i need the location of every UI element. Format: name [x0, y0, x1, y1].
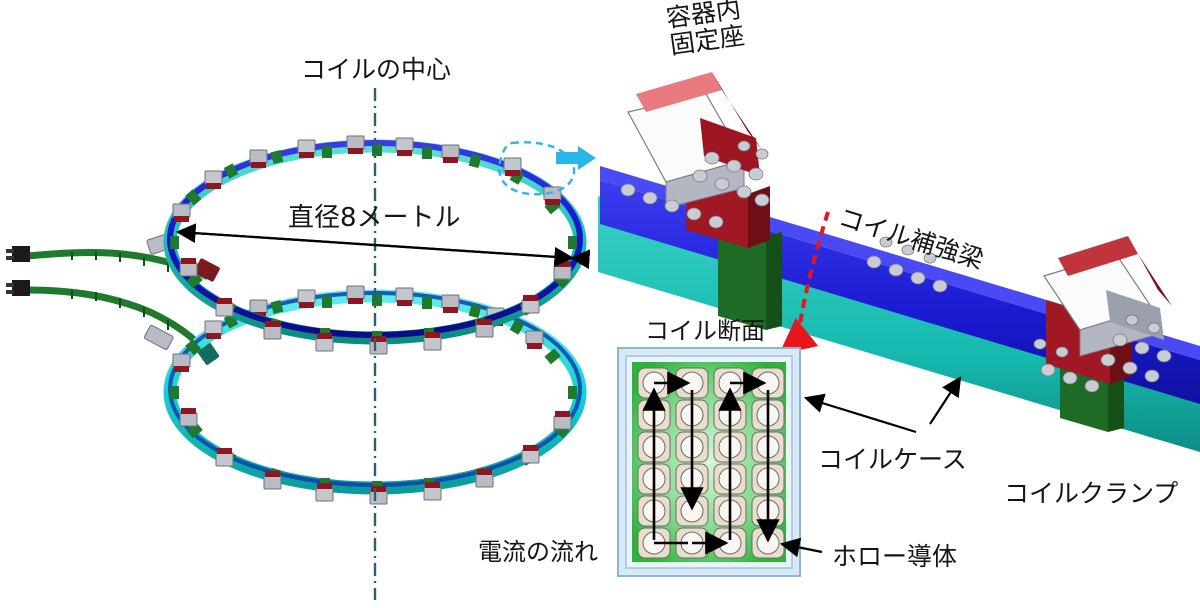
lead-terminals [6, 246, 30, 296]
clamp-right-cap-pink [1058, 236, 1138, 276]
coil-clamp-left [620, 72, 770, 248]
hollow-conductor-leader [779, 537, 823, 558]
coil-case-leader [803, 393, 917, 434]
support-column-left-side [766, 232, 782, 330]
coil-cross-section [617, 347, 962, 577]
beam-bolt-row [866, 236, 948, 293]
coil-case-leader-2 [929, 376, 962, 425]
label-coil-clamp: コイルクランプ [1004, 479, 1179, 508]
label-current-flow: 電流の流れ [478, 538, 598, 566]
upper-ring-clamps [172, 135, 572, 355]
label-coil-cross-section: コイル断面 [645, 317, 765, 345]
clamp-left-inner-red [700, 118, 760, 176]
section-callout-red-dashed [778, 211, 830, 355]
beam-assembly-3d [598, 72, 1200, 452]
clamp-right-bolts [1033, 314, 1172, 393]
lead-ribs [71, 251, 169, 330]
label-diameter: 直径8メートル [288, 203, 461, 233]
support-column-left [718, 222, 766, 330]
diameter-dimension-line-b [177, 230, 575, 267]
label-hollow-conductor: ホロー導体 [832, 542, 958, 571]
label-coil-case: コイルケース [818, 445, 967, 474]
current-flow-arrows [642, 371, 780, 555]
coil-ring-assembly [6, 88, 596, 600]
label-in-vessel-seat-line1: 容器内固定座 [664, 0, 747, 60]
label-coil-center: コイルの中心 [301, 55, 452, 84]
clamp-left-cap-pink [636, 72, 722, 112]
clamp-left-bolts [620, 140, 770, 229]
zoom-arrow-cyan [556, 146, 596, 170]
coil-clamp-right [1033, 236, 1172, 393]
